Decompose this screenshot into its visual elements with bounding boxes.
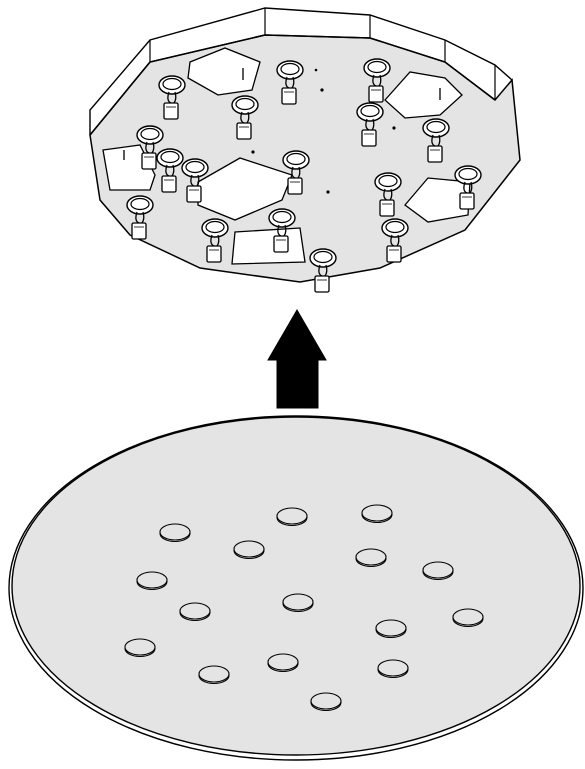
- fixture: [136, 125, 164, 170]
- fixture: [231, 95, 259, 140]
- fixture: [309, 248, 337, 293]
- disc-hole: [282, 593, 314, 613]
- bracket-plate: [187, 47, 261, 96]
- disc-hole: [355, 548, 387, 568]
- bracket-plate: [384, 71, 463, 119]
- fixture: [422, 118, 450, 163]
- disc-hole: [159, 523, 191, 543]
- up-arrow: [267, 309, 327, 409]
- fixture: [181, 158, 209, 203]
- disc-hole: [179, 602, 211, 622]
- fixture: [126, 195, 154, 240]
- disc-hole: [124, 638, 156, 658]
- fixture: [268, 208, 296, 253]
- fixture: [201, 218, 229, 263]
- disc-hole: [136, 571, 168, 591]
- fixture: [276, 60, 304, 105]
- disc-hole: [310, 692, 342, 712]
- fixtures: [126, 58, 482, 293]
- disc-face: [11, 416, 581, 756]
- disc-hole: [375, 619, 407, 639]
- fixture: [363, 58, 391, 103]
- disc-hole: [276, 507, 308, 527]
- disc-hole: [361, 504, 393, 524]
- panel-dots: [251, 68, 396, 194]
- disc-holes: [124, 504, 484, 712]
- fixture: [374, 172, 402, 217]
- disc-hole: [377, 659, 409, 679]
- fixture: [158, 75, 186, 120]
- fixture: [282, 150, 310, 195]
- disc-hole: [267, 653, 299, 673]
- disc-hole: [198, 665, 230, 685]
- top-unit: [89, 7, 521, 293]
- fixture: [356, 102, 384, 147]
- base-disc: [8, 415, 584, 761]
- bracket-plate: [197, 157, 293, 221]
- bracket-plate: [231, 227, 306, 265]
- disc-hole: [422, 561, 454, 581]
- fixture: [454, 165, 482, 210]
- fixture: [381, 218, 409, 263]
- disc-hole: [233, 540, 265, 560]
- fixture: [156, 148, 184, 193]
- disc-hole: [452, 608, 484, 628]
